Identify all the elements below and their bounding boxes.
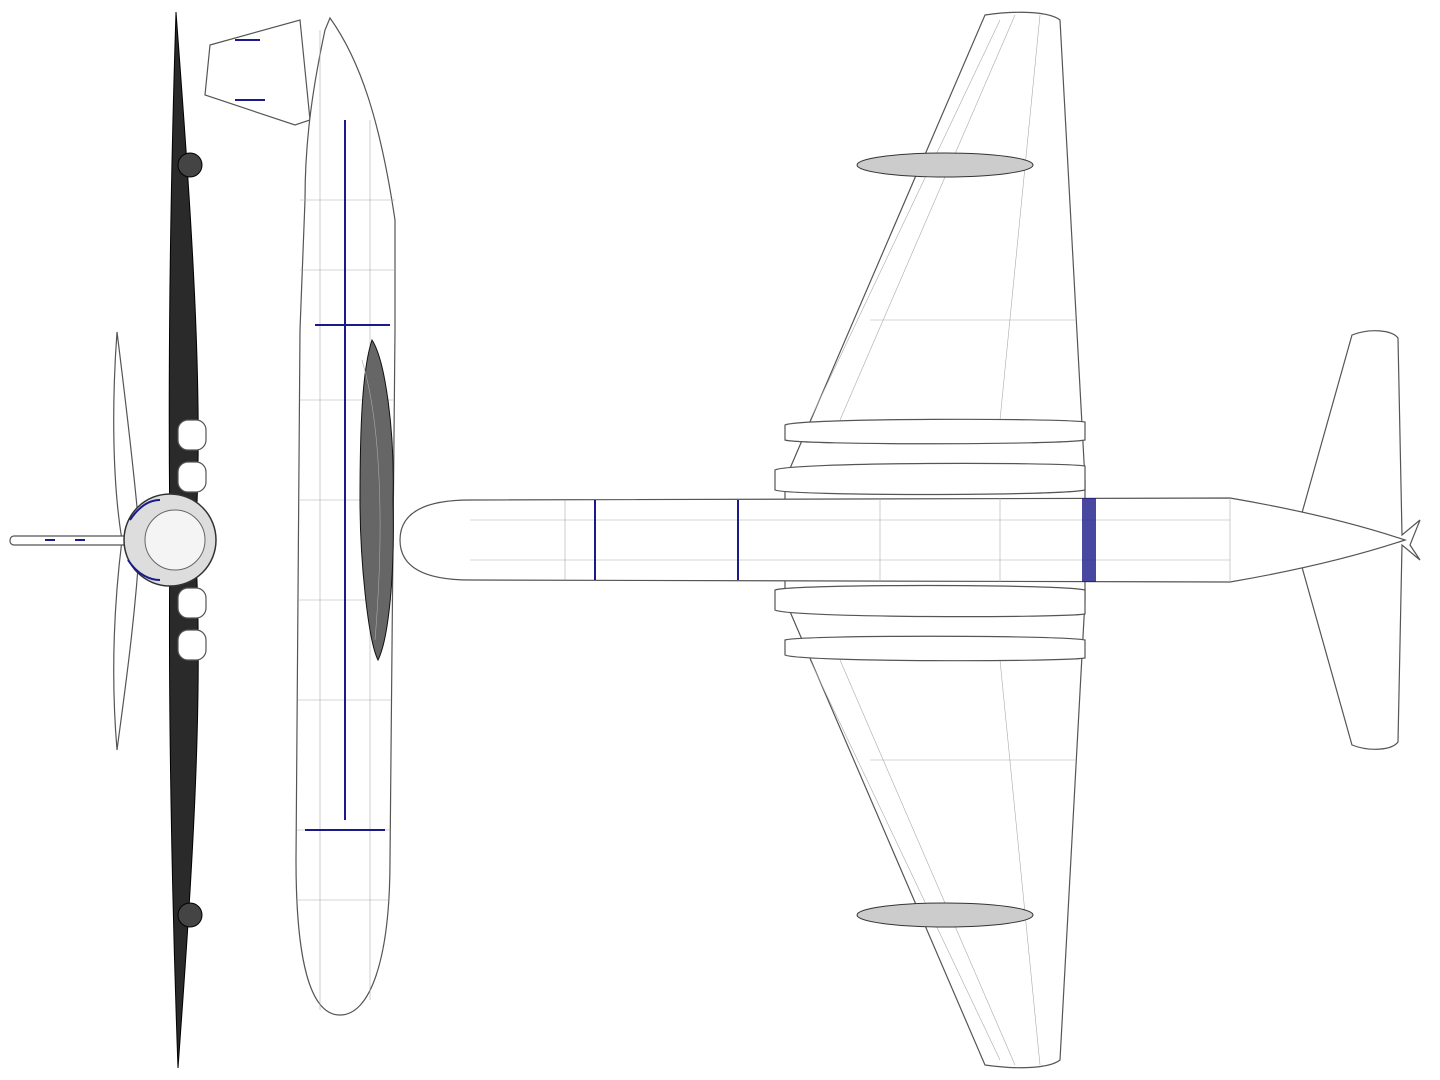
top-view: [399, 11, 1421, 1069]
side-engine-pod: [359, 338, 394, 662]
top-engines: [774, 418, 1086, 662]
front-tip-tank-top: [177, 152, 203, 178]
top-tip-tank-right: [856, 902, 1034, 928]
front-engines: [177, 419, 207, 661]
front-tip-tank-bottom: [177, 902, 203, 928]
top-fuselage: [399, 497, 1407, 583]
side-tail-fin: [204, 19, 311, 126]
side-view: [204, 16, 396, 1016]
top-tip-tank-left: [856, 152, 1034, 178]
front-view: [9, 11, 217, 1069]
top-fuselage-band: [1082, 498, 1096, 582]
